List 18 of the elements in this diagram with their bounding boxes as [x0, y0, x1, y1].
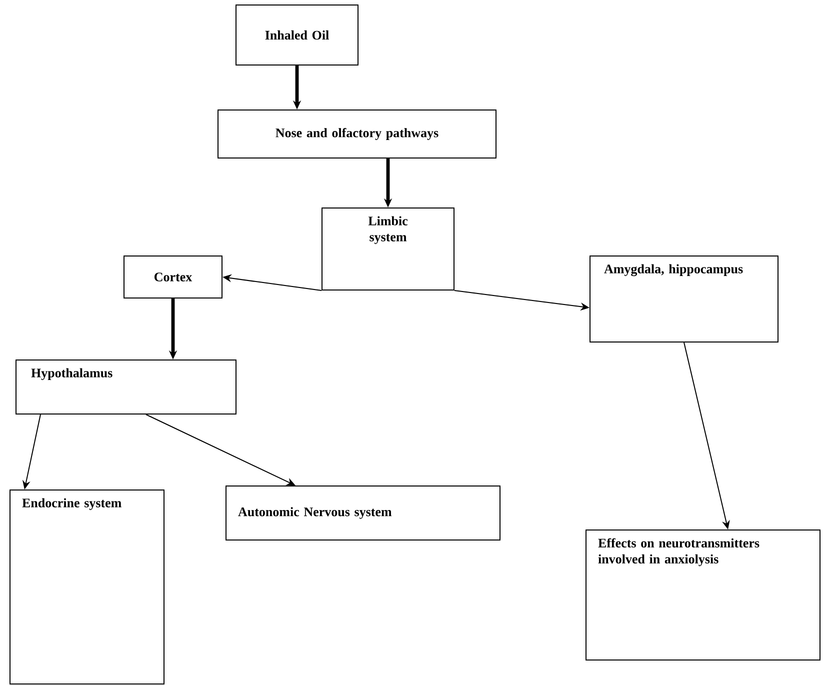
- box-label: Cortex: [154, 272, 192, 282]
- box-label: Effects on neurotransmitters involved in anxiolysis: [598, 538, 760, 566]
- box-label: Autonomic Nervous system: [238, 507, 392, 519]
- process-box: [10, 490, 164, 684]
- process-box: [236, 4, 358, 66]
- process-box: [218, 110, 496, 158]
- process-box: [586, 530, 820, 660]
- process-box: [124, 256, 222, 298]
- box-label: Inhaled Oil: [265, 30, 329, 40]
- box-label: Nose and olfactory pathways: [276, 128, 438, 140]
- process-box: [322, 208, 454, 290]
- process-box: [590, 256, 778, 342]
- box-label: Hypothalamus: [31, 368, 112, 380]
- box-label: Limbic system: [368, 216, 408, 244]
- process-box: [16, 360, 236, 414]
- process-box: [226, 486, 500, 540]
- box-label: Endocrine system: [22, 498, 122, 510]
- box-label: Amygdala, hippocampus: [604, 264, 743, 276]
